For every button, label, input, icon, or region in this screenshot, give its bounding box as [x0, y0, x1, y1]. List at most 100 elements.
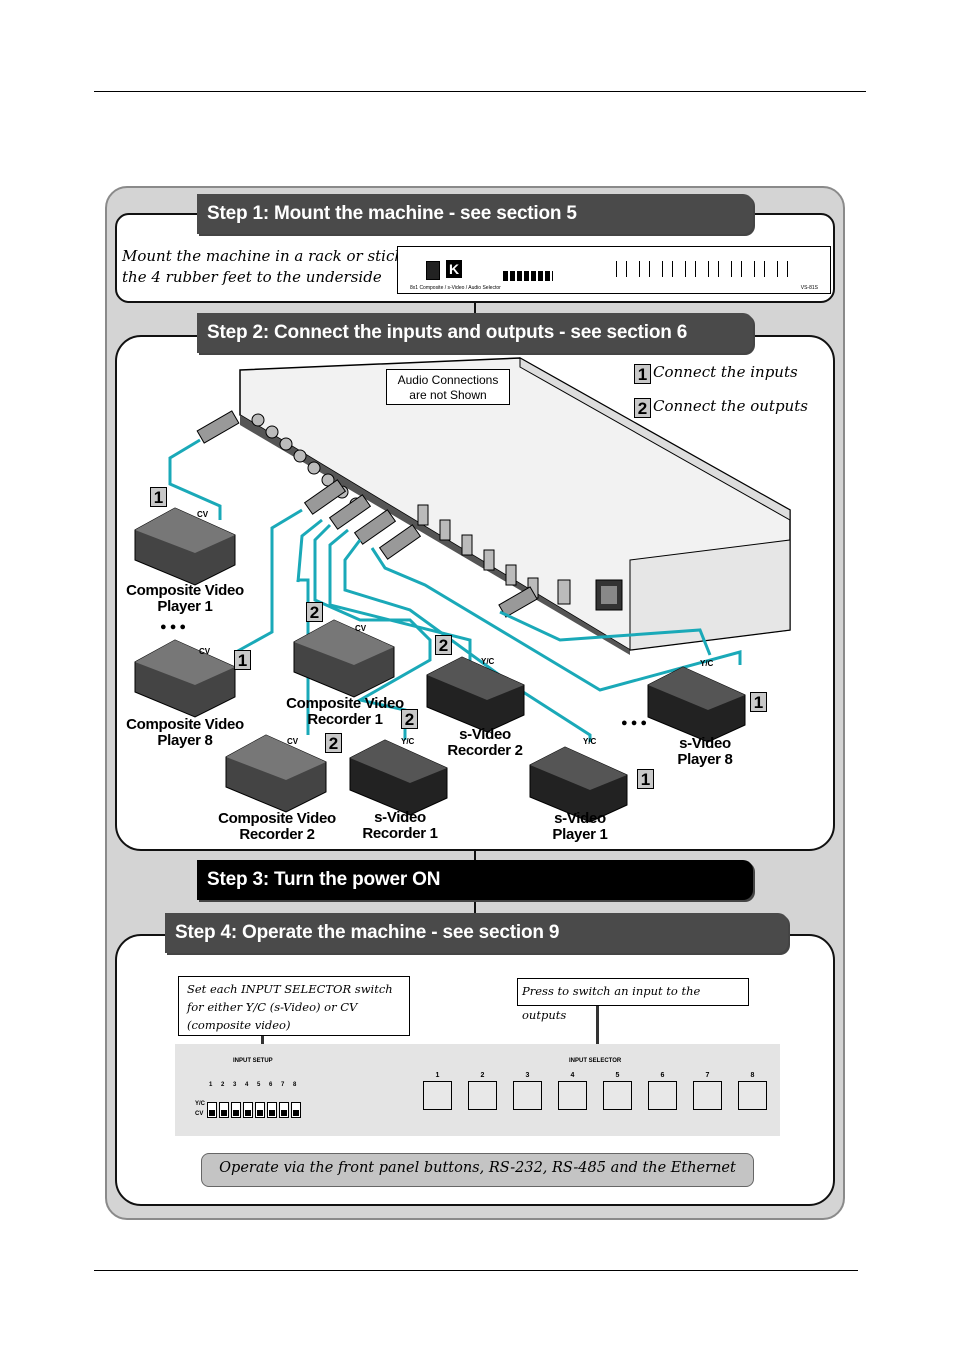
label-line2: Player 1 [157, 598, 213, 615]
label-line1: s-Video [679, 735, 731, 752]
step3-banner: Step 3: Turn the power ON [197, 860, 753, 900]
selector-key-1[interactable] [423, 1081, 452, 1110]
step3-title: Step 3: Turn the power ON [207, 869, 441, 890]
step1-banner: Step 1: Mount the machine - see section … [197, 194, 753, 234]
device-cv-recorder-2 [225, 734, 327, 813]
dip-switch-knob [257, 1110, 263, 1116]
ellipsis-cv: ● ● ● [160, 621, 187, 633]
dip-switch[interactable] [255, 1102, 265, 1118]
dip-number: 4 [245, 1082, 249, 1088]
selector-key-7[interactable] [693, 1081, 722, 1110]
label-line2: Player 1 [552, 826, 608, 843]
key-number: 4 [570, 1072, 575, 1079]
device-sv-player-8 [647, 666, 746, 743]
cv-label: CV [195, 1111, 204, 1117]
power-switch-icon [426, 261, 440, 280]
dip-switch[interactable] [207, 1102, 217, 1118]
panel-caption: 8x1 Composite / s-Video / Audio Selector [410, 285, 501, 291]
badge-sv-player-8: 1 [750, 692, 767, 712]
dip-switch[interactable] [243, 1102, 253, 1118]
label-line1: Composite Video [286, 695, 404, 712]
label-line1: Composite Video [218, 810, 336, 827]
front-panel-small: K 8x1 Composite / s-Video / Audio Select… [397, 246, 831, 294]
badge-sv-recorder-1: 2 [401, 709, 418, 729]
dip-switch[interactable] [291, 1102, 301, 1118]
note-switch-text: Set each INPUT SELECTOR switch for eithe… [187, 982, 393, 1032]
audio-note-line2: are not Shown [409, 388, 487, 402]
cable-plugs [196, 410, 538, 618]
dip-switch-knob [221, 1110, 227, 1116]
dip-number: 5 [257, 1082, 261, 1088]
step1-instruction-line1: Mount the machine in a rack or stick [122, 247, 404, 265]
port-sv-player-1: Y/C [583, 737, 597, 746]
mini-dip-switches [503, 271, 553, 281]
port-sv-player-8: Y/C [700, 659, 714, 668]
dip-number: 1 [209, 1082, 213, 1088]
ellipsis-sv: ● ● ● [621, 717, 648, 729]
key-number: 7 [705, 1072, 710, 1079]
cables [168, 438, 742, 742]
yc-label: Y/C [195, 1101, 206, 1107]
selector-key-4[interactable] [558, 1081, 587, 1110]
label-line1: Composite Video [126, 716, 244, 733]
step1-instruction: Mount the machine in a rack or stick the… [122, 246, 403, 288]
selector-key-2[interactable] [468, 1081, 497, 1110]
key-number: 6 [660, 1072, 665, 1079]
step1-title: Step 1: Mount the machine - see section … [207, 203, 577, 224]
label-line1: s-Video [554, 810, 606, 827]
port-cv-player-1: CV [197, 510, 209, 519]
port-cv-recorder-2: CV [287, 737, 299, 746]
selector-key-3[interactable] [513, 1081, 542, 1110]
device-sv-player-1 [529, 746, 628, 823]
legend-badge-1: 1 [634, 364, 651, 384]
dip-switch[interactable] [279, 1102, 289, 1118]
dip-switch[interactable] [267, 1102, 277, 1118]
dip-switch[interactable] [219, 1102, 229, 1118]
audio-note: Audio Connections are not Shown [386, 369, 510, 405]
badge-cv-player-8: 1 [234, 650, 251, 670]
key-number: 8 [750, 1072, 755, 1079]
dip-switch-knob [233, 1110, 239, 1116]
dip-number: 7 [281, 1082, 285, 1088]
panel-model: VS-81S [800, 285, 818, 291]
dip-switch-knob [209, 1110, 215, 1116]
dip-switch-knob [269, 1110, 275, 1116]
footer-text: Operate via the front panel buttons, RS-… [219, 1160, 736, 1176]
dip-switch[interactable] [231, 1102, 241, 1118]
step4-banner: Step 4: Operate the machine - see sectio… [165, 913, 788, 953]
key-number: 3 [525, 1072, 530, 1079]
label-line1: s-Video [374, 809, 426, 826]
switcher-chassis [239, 357, 791, 655]
port-sv-recorder-1: Y/C [401, 737, 415, 746]
footer-callout: Operate via the front panel buttons, RS-… [201, 1153, 754, 1187]
device-cv-player-8 [134, 639, 236, 718]
badge-sv-player-1: 1 [637, 769, 654, 789]
mini-keys [610, 261, 790, 277]
key-number: 2 [480, 1072, 485, 1079]
selector-key-8[interactable] [738, 1081, 767, 1110]
port-cv-player-8: CV [199, 647, 211, 656]
legend-badge-2: 2 [634, 398, 651, 418]
dip-switch-knob [245, 1110, 251, 1116]
selector-key-5[interactable] [603, 1081, 632, 1110]
audio-note-line1: Audio Connections [397, 373, 499, 387]
device-cv-recorder-1 [293, 619, 395, 698]
label-line2: Recorder 2 [239, 826, 315, 843]
dip-number: 6 [269, 1082, 273, 1088]
label-line2: Recorder 1 [307, 711, 383, 728]
selector-key-6[interactable] [648, 1081, 677, 1110]
legend-text-1: Connect the inputs [653, 363, 798, 381]
step4-title: Step 4: Operate the machine - see sectio… [175, 922, 560, 943]
dip-number: 8 [293, 1082, 297, 1088]
badge-cv-recorder-1: 2 [306, 602, 323, 622]
